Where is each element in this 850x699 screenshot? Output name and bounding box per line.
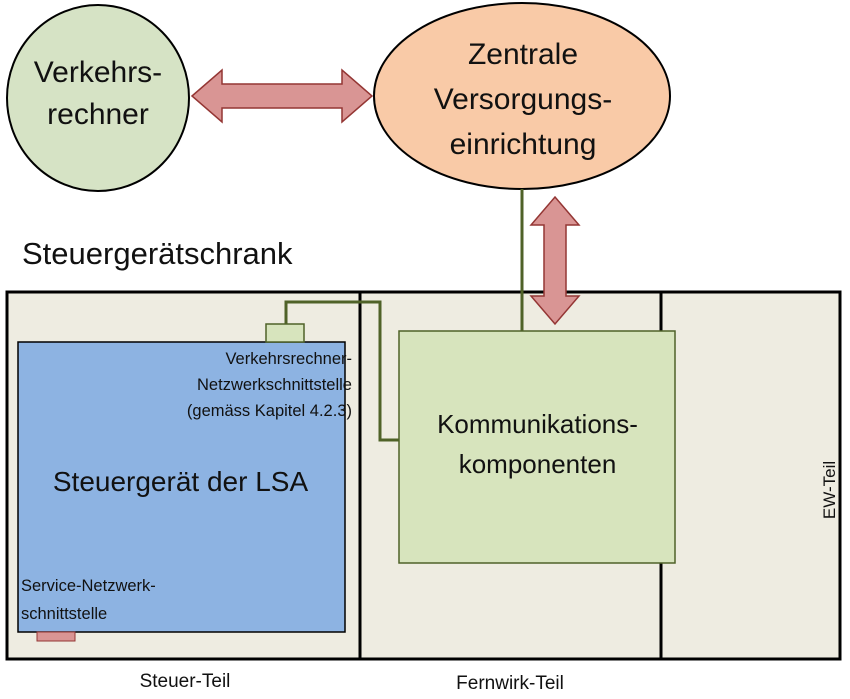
section-ew-teil: EW-Teil — [820, 460, 839, 520]
kommunikation-line-2: komponenten — [458, 449, 617, 479]
verkehrsrechner-line-1: Verkehrs- — [33, 56, 163, 89]
vr-network-port — [265, 323, 305, 343]
kommunikation-line-1: Kommunikations- — [437, 409, 638, 439]
vr-interface-line-1: Verkehrsrechner- — [225, 350, 352, 368]
section-steuer-teil: Steuer-Teil — [139, 671, 231, 692]
service-network-port — [36, 631, 76, 642]
zentrale-line-2: Versorgungs- — [433, 83, 613, 116]
service-interface-label: Service-Netzwerk- schnittstelle — [21, 572, 156, 628]
verkehrsrechner-line-2: rechner — [47, 98, 149, 131]
zentrale-line-1: Zentrale — [467, 38, 579, 71]
vr-interface-label: Verkehrsrechner- Netzwerkschnittstelle (… — [112, 346, 352, 424]
service-interface-line-1: Service-Netzwerk- — [21, 577, 156, 595]
service-interface-line-2: schnittstelle — [21, 605, 108, 623]
vr-interface-line-2: Netzwerkschnittstelle — [197, 376, 352, 394]
vr-interface-line-3: (gemäss Kapitel 4.2.3) — [186, 402, 352, 420]
kommunikation-box — [398, 330, 676, 564]
zentrale-label: Zentrale Versorgungs- einrichtung — [378, 32, 668, 167]
verkehrsrechner-label: Verkehrs- rechner — [18, 52, 178, 136]
steuergeraet-box — [17, 341, 346, 633]
zentrale-line-3: einrichtung — [449, 128, 597, 161]
section-fernwirk-teil: Fernwirk-Teil — [456, 673, 564, 694]
double-arrow-horizontal — [190, 68, 374, 124]
connector-vr-kommunikation — [284, 300, 399, 442]
verkehrsrechner-node — [6, 4, 190, 192]
double-arrow-vertical — [529, 195, 581, 326]
steuergeraet-label: Steuergerät der LSA — [52, 466, 309, 497]
kommunikation-label: Kommunikations- komponenten — [400, 404, 675, 484]
cabinet-title: Steuergerätschrank — [22, 236, 293, 271]
